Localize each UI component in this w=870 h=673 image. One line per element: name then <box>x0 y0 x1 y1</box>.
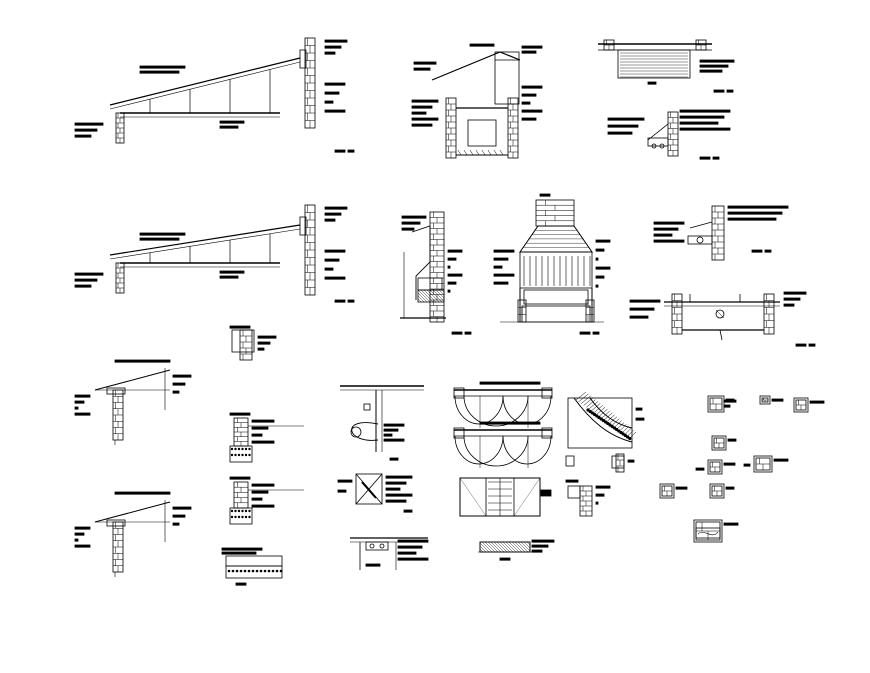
shed-section <box>411 43 543 159</box>
door-swing-plan-2 <box>453 421 553 468</box>
roof-section-2 <box>74 204 355 303</box>
ceiling-detail-top <box>598 39 735 93</box>
jamb-detail <box>565 453 635 517</box>
footing-detail-1 <box>229 412 304 463</box>
pipe-detail <box>340 385 424 461</box>
anchor-detail <box>337 473 413 513</box>
hatched-curve-detail <box>567 391 645 449</box>
eave-section-lower <box>74 491 192 577</box>
ceiling-detail-bottom <box>607 109 731 160</box>
slab-detail <box>221 547 283 586</box>
eave-section-upper <box>74 359 192 445</box>
fireplace-elevation <box>493 193 611 335</box>
footing-detail-2 <box>229 476 304 525</box>
door-elevation <box>459 477 552 517</box>
wall-small-detail <box>229 325 277 361</box>
chimney-section <box>400 211 472 335</box>
beam-section <box>629 291 816 347</box>
wall-roof-junction <box>653 205 789 261</box>
roof-section-1 <box>74 37 355 153</box>
small-sections-cluster <box>659 395 825 543</box>
lintel-detail <box>350 537 429 570</box>
threshold-detail <box>478 539 555 561</box>
